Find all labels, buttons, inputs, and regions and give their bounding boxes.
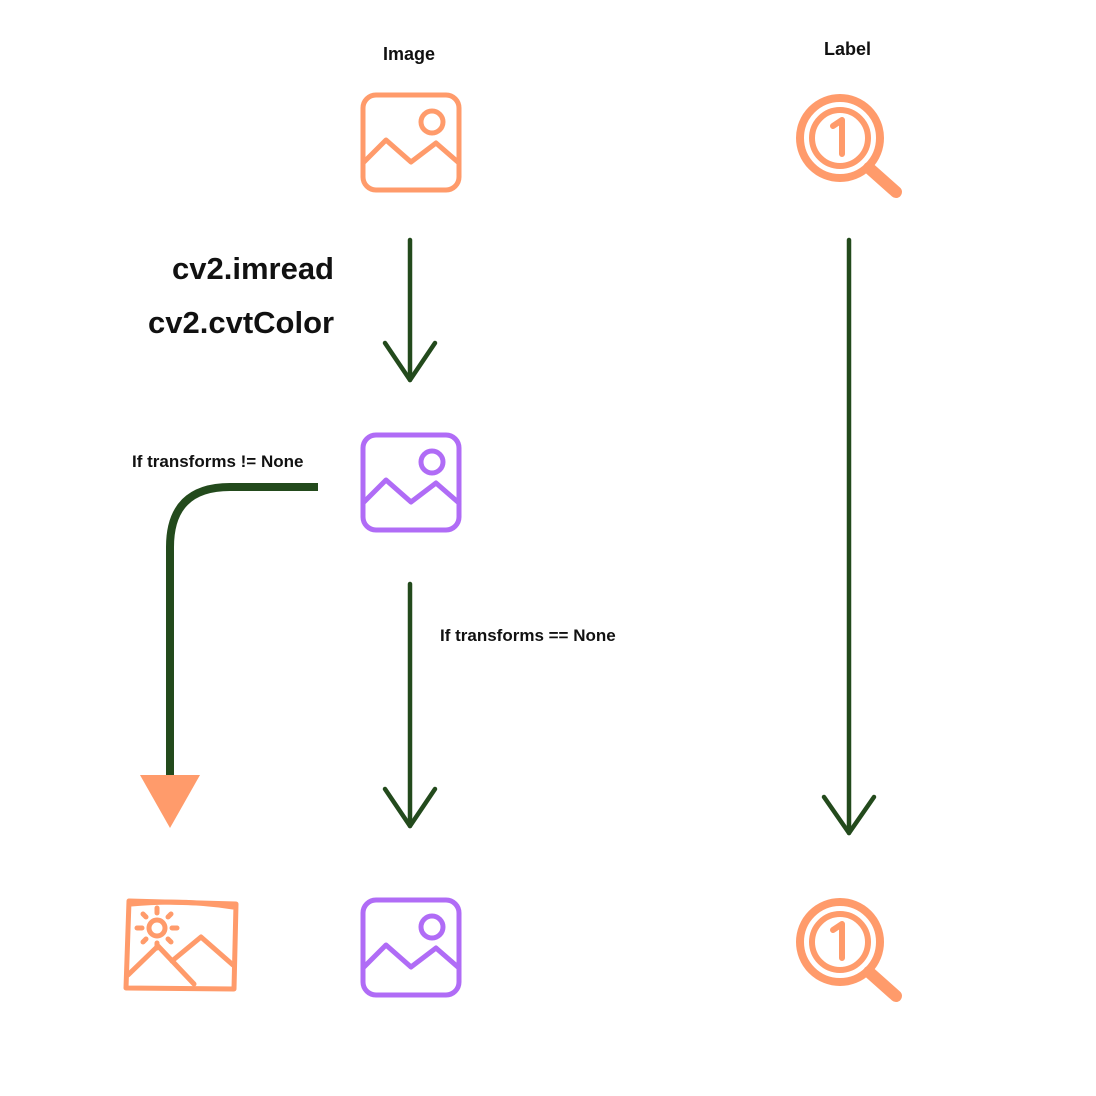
- imread-label: cv2.imread: [172, 251, 334, 286]
- rgb-image-icon: [360, 432, 462, 533]
- label-magnifier-icon: [796, 94, 902, 198]
- label-arrow: [821, 237, 877, 836]
- image-column-title: Image: [383, 44, 436, 64]
- transforms-not-none-label: If transforms != None: [132, 452, 304, 471]
- source-image-icon: [360, 92, 462, 193]
- transformed-image-icon: [123, 898, 239, 992]
- cvtcolor-label: cv2.cvtColor: [148, 305, 335, 340]
- output-label-magnifier-icon: [796, 898, 902, 1002]
- transforms-none-label: If transforms == None: [440, 626, 616, 645]
- output-image-icon: [360, 897, 462, 998]
- no-transforms-arrow: [382, 581, 438, 829]
- imread-arrow: [382, 237, 438, 383]
- transforms-arrow: [140, 483, 318, 828]
- label-column-title: Label: [824, 39, 872, 59]
